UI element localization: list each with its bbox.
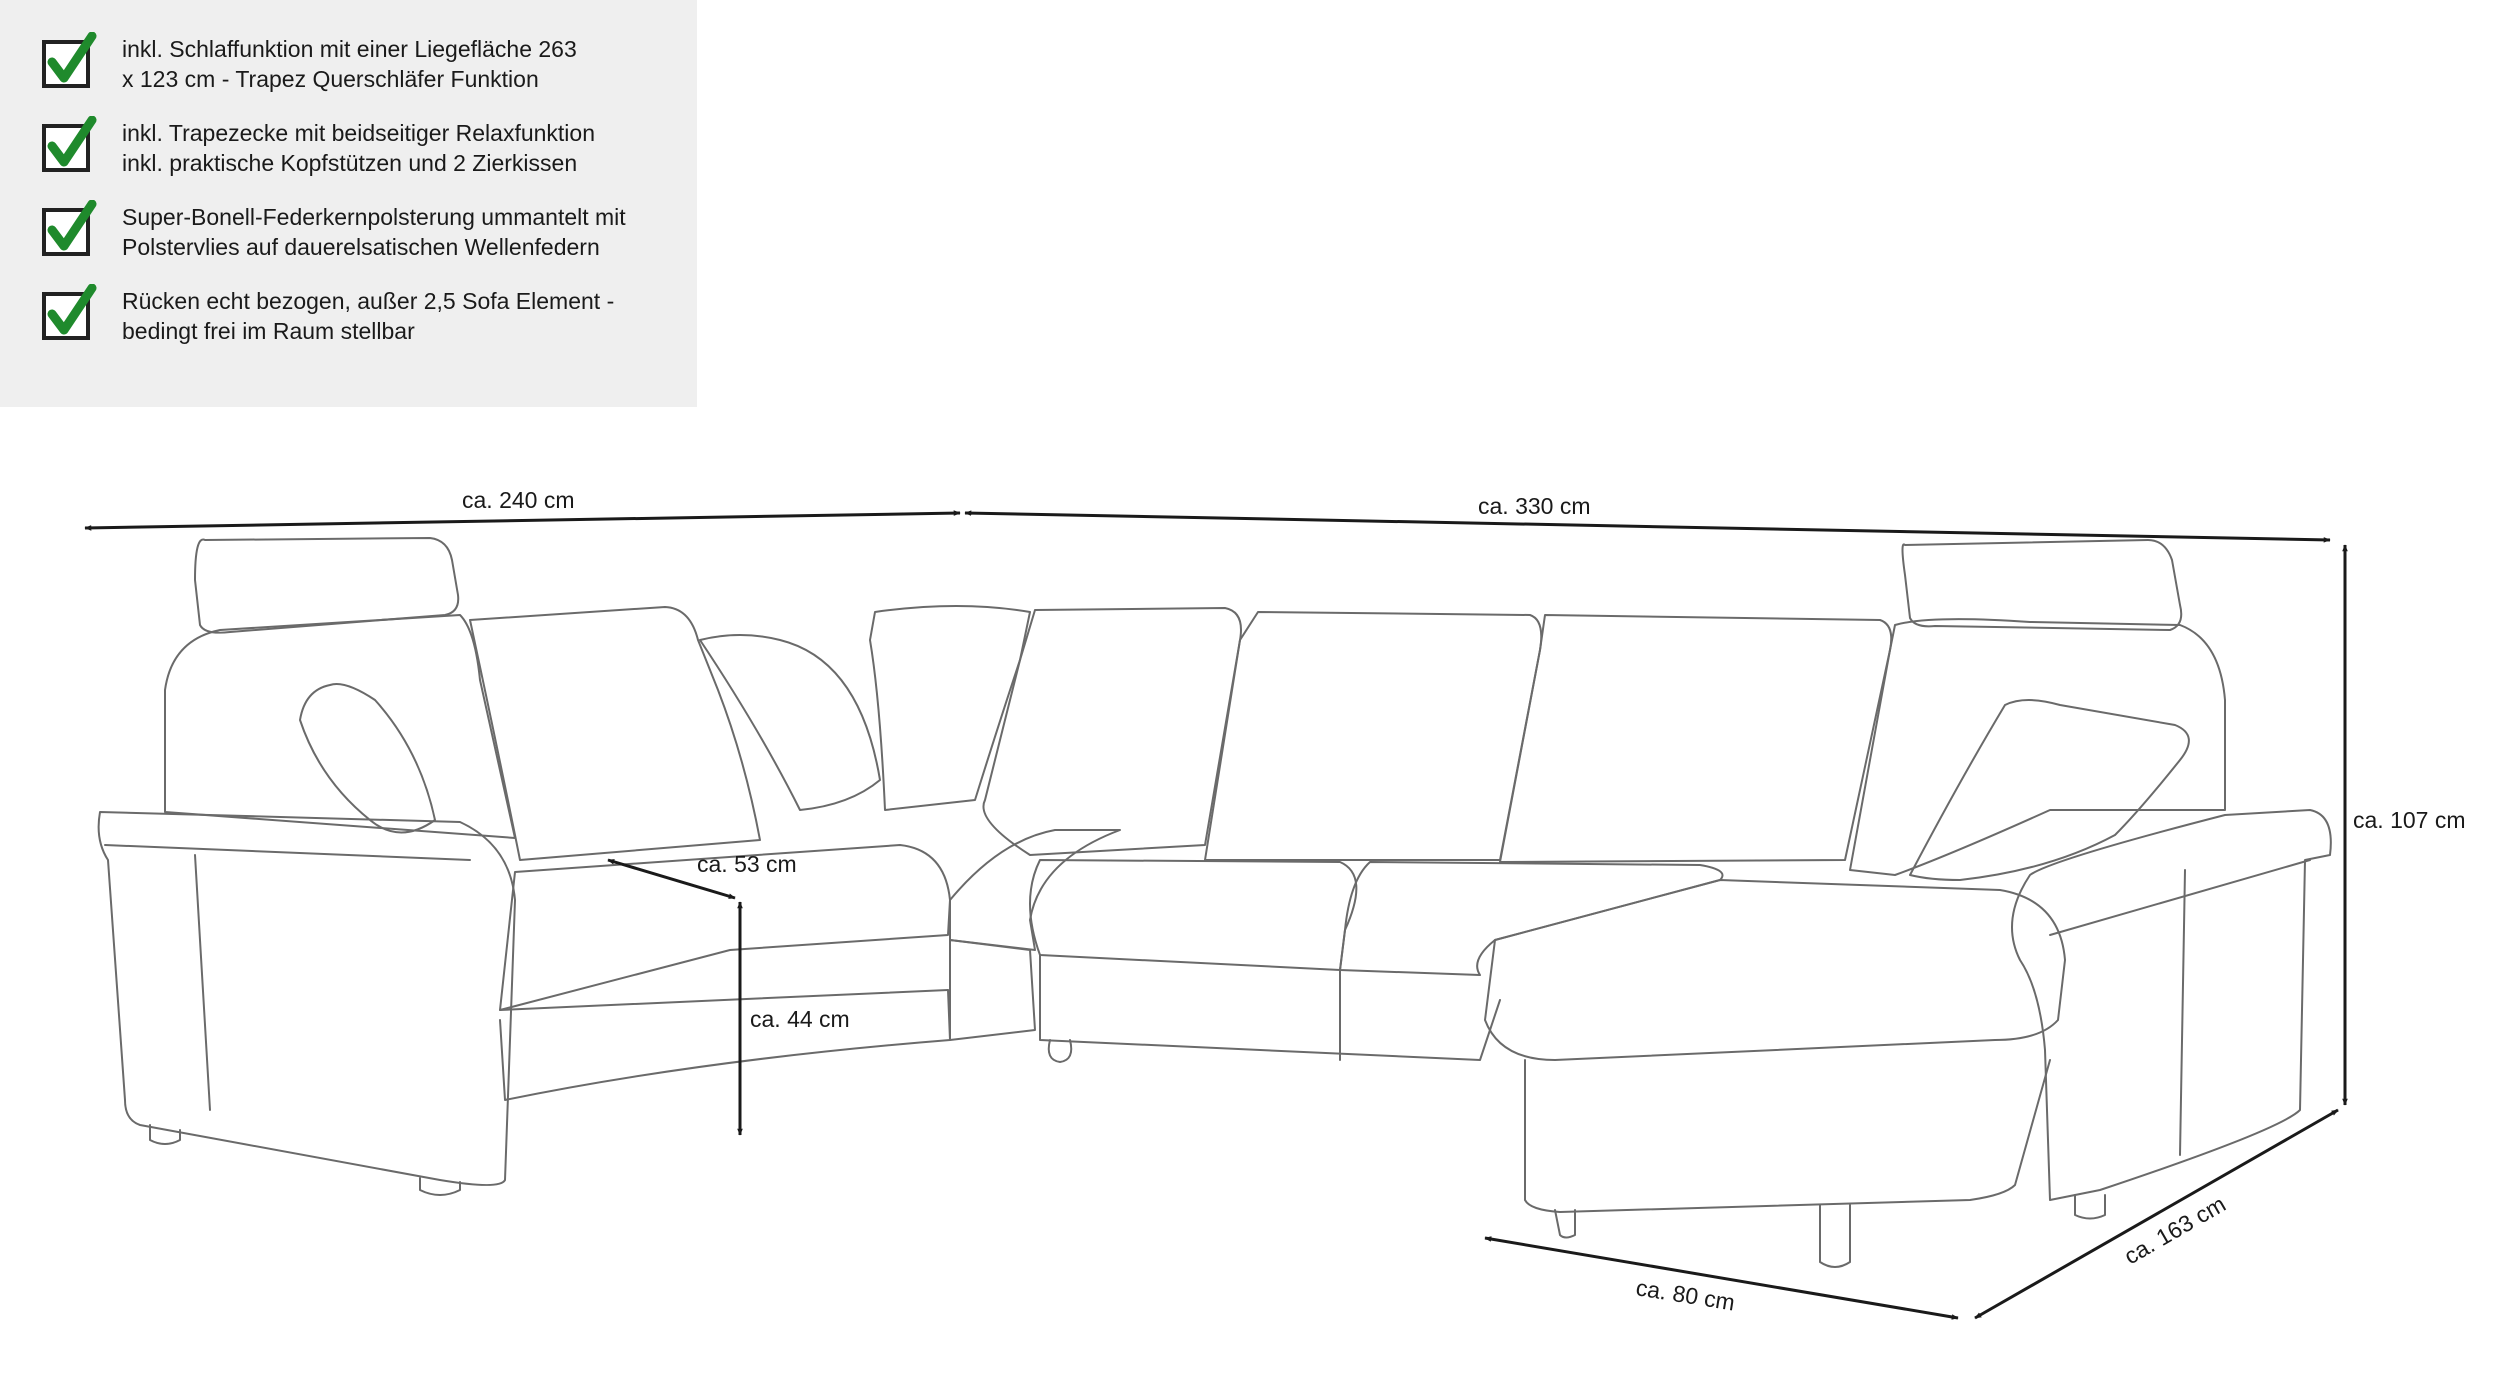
dim-width-left-label: ca. 240 cm <box>462 487 575 513</box>
left-armrest <box>97 811 516 1186</box>
seat-cushion-2 <box>1339 861 1724 976</box>
sofa-sketch <box>97 537 2332 1268</box>
corner-foot <box>1047 1039 1073 1063</box>
checkbox-checked-icon <box>42 284 97 340</box>
feature-text: Rücken echt bezogen, außer 2,5 Sofa Elem… <box>122 288 615 344</box>
left-corner-back <box>699 634 881 811</box>
dim-height-total-label: ca. 107 cm <box>2353 807 2466 833</box>
feature-text: inkl. Trapezecke mit beidseitiger Relaxf… <box>122 120 596 176</box>
left-foot <box>149 1124 181 1145</box>
dim-width-left-arrow <box>84 510 961 531</box>
back-cushion-1 <box>982 607 1242 856</box>
checkbox-checked-icon <box>42 32 97 88</box>
feature-text: Super-Bonell-Federkernpolsterung ummante… <box>122 204 626 260</box>
feature-item: Super-Bonell-Federkernpolsterung ummante… <box>38 200 626 262</box>
dim-recamiere-depth-arrow <box>1974 1108 2339 1320</box>
dim-seat-depth-arrow <box>607 858 736 900</box>
dim-width-right-label: ca. 330 cm <box>1478 493 1591 519</box>
recamiere-foot-left <box>1554 1209 1576 1239</box>
left-back-cushion-outer <box>164 614 516 839</box>
left-seat <box>499 844 951 1011</box>
recamiere-seat <box>1484 879 2066 1061</box>
back-cushion-3 <box>1499 614 1893 863</box>
left-back-cushion <box>469 606 761 861</box>
checkbox-checked-icon <box>42 200 97 256</box>
right-foot <box>2074 1194 2106 1220</box>
feature-item: inkl. Trapezecke mit beidseitiger Relaxf… <box>38 116 595 178</box>
seat-cushion-1 <box>1029 859 1358 971</box>
dimension-lines <box>84 510 2348 1320</box>
left-decor-pillow <box>299 683 436 834</box>
dim-seat-depth-label: ca. 53 cm <box>697 851 797 877</box>
dim-recamiere-width-label: ca. 80 cm <box>1634 1274 1737 1315</box>
back-cushion-2 <box>1204 611 1543 861</box>
corner-seat <box>949 829 1121 951</box>
dim-width-right-arrow <box>964 510 2331 543</box>
feature-item: Rücken echt bezogen, außer 2,5 Sofa Elem… <box>38 284 614 346</box>
recamiere-foot-right <box>1819 1204 1851 1268</box>
feature-panel: inkl. Schlaffunktion mit einer Liegefläc… <box>0 0 697 407</box>
dim-recamiere-width-arrow <box>1484 1236 1959 1320</box>
right-back-cushion <box>1849 618 2226 876</box>
feature-text: inkl. Schlaffunktion mit einer Liegefläc… <box>122 36 577 92</box>
checkbox-checked-icon <box>42 116 97 172</box>
corner-back <box>869 605 1031 811</box>
right-headrest <box>1901 539 2183 631</box>
left-front-foot <box>419 1177 461 1196</box>
right-decor-pillow <box>1909 699 2190 881</box>
dim-seat-height-label: ca. 44 cm <box>750 1006 850 1032</box>
feature-item: inkl. Schlaffunktion mit einer Liegefläc… <box>38 32 577 94</box>
